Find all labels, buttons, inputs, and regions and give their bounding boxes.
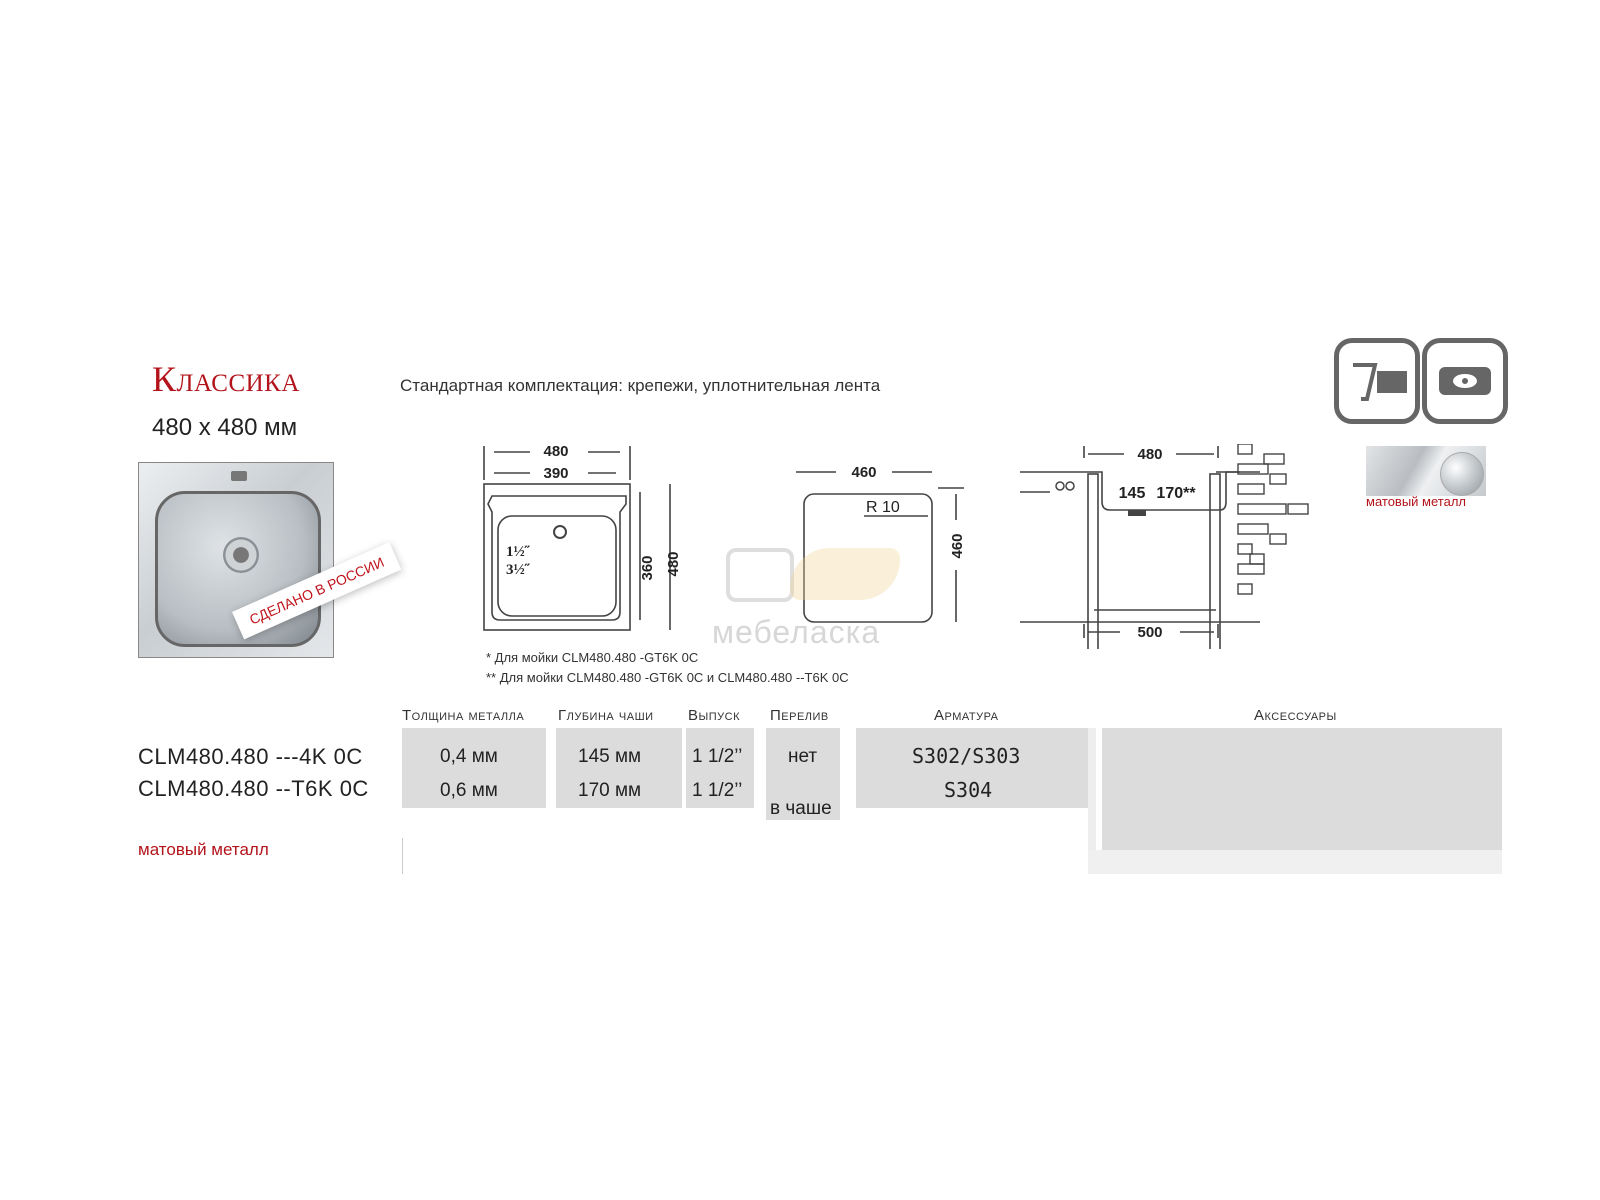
cutout-radius: R 10 bbox=[866, 499, 900, 516]
note-1: * Для мойки CLM480.480 -GT6K 0C bbox=[486, 650, 699, 665]
cell-bg-outlet bbox=[686, 728, 754, 808]
top-view-drawing: 480 390 1½˝ 3½˝ 360 480 bbox=[483, 443, 682, 631]
cell-bg-overflow bbox=[766, 728, 840, 820]
dim-360: 360 bbox=[639, 555, 656, 580]
row-2-model: CLM480.480 --T6K 0C bbox=[138, 776, 369, 801]
cutout-height: 460 bbox=[949, 533, 966, 558]
header-outlet: Выпуск bbox=[688, 707, 740, 724]
dim-480-side: 480 bbox=[665, 551, 682, 576]
row-1-overflow: нет bbox=[788, 746, 818, 767]
header-overflow: Перелив bbox=[770, 707, 829, 724]
header-accessories: Аксессуары bbox=[1254, 707, 1337, 724]
row-2-fittings: S304 bbox=[944, 778, 993, 802]
drain-dim-2: 3½˝ bbox=[506, 562, 531, 578]
row-2-outlet: 1 1/2’’ bbox=[692, 780, 743, 801]
watermark-text: мебеласка bbox=[712, 614, 881, 650]
standard-equipment: Стандартная комплектация: крепежи, уплот… bbox=[400, 376, 881, 395]
row-2-thickness: 0,6 мм bbox=[440, 780, 498, 801]
cell-bg-thickness bbox=[402, 728, 546, 808]
dim-480-top: 480 bbox=[543, 443, 568, 460]
watermark-wave-icon bbox=[790, 548, 900, 600]
row-1-outlet: 1 1/2’’ bbox=[692, 746, 743, 767]
finish-swatch-circle bbox=[1440, 452, 1484, 496]
section-depth-170: 170** bbox=[1156, 485, 1196, 502]
product-size: 480 x 480 мм bbox=[152, 414, 298, 441]
section-bottom-width: 500 bbox=[1137, 624, 1162, 641]
table-divider bbox=[402, 838, 403, 874]
cutout-width: 460 bbox=[851, 464, 876, 481]
header-depth: Глубина чаши bbox=[558, 707, 654, 724]
drain-dim-1: 1½˝ bbox=[506, 544, 531, 560]
cell-bg-depth bbox=[556, 728, 682, 808]
header-thickness: Толщина металла bbox=[402, 707, 525, 724]
cell-bg-fittings bbox=[856, 728, 1088, 808]
section-depth-145: 145 bbox=[1119, 485, 1146, 502]
bowl-drain-icon bbox=[1422, 338, 1508, 424]
accessories-footer bbox=[1088, 850, 1502, 874]
accessories-panel bbox=[1102, 728, 1502, 850]
row-2-overflow: в чаше bbox=[770, 798, 832, 819]
finish-bottom-label: матовый металл bbox=[138, 840, 269, 859]
header-fittings: Арматура bbox=[934, 707, 999, 724]
accessories-divider bbox=[1088, 728, 1096, 874]
finish-swatch-label: матовый металл bbox=[1366, 494, 1466, 509]
section-drawing: 480 145 170** 500 bbox=[1020, 444, 1309, 649]
row-2-depth: 170 мм bbox=[578, 780, 642, 801]
dim-390: 390 bbox=[543, 465, 568, 482]
drain-icon bbox=[223, 537, 259, 573]
row-1-fittings: S302/S303 bbox=[912, 744, 1021, 768]
row-1-model: CLM480.480 ---4K 0C bbox=[138, 744, 363, 769]
tap-hole-icon bbox=[231, 471, 247, 481]
row-1-thickness: 0,4 мм bbox=[440, 746, 498, 767]
section-top-width: 480 bbox=[1137, 446, 1162, 463]
row-1-depth: 145 мм bbox=[578, 746, 642, 767]
inset-mount-icon bbox=[1334, 338, 1420, 424]
cutout-drawing: 460 R 10 460 bbox=[796, 464, 966, 623]
note-2: ** Для мойки CLM480.480 -GT6K 0C и CLM48… bbox=[486, 670, 849, 685]
product-photo bbox=[138, 462, 334, 658]
product-title: Классика bbox=[152, 359, 300, 399]
watermark-sofa-icon bbox=[726, 548, 794, 602]
